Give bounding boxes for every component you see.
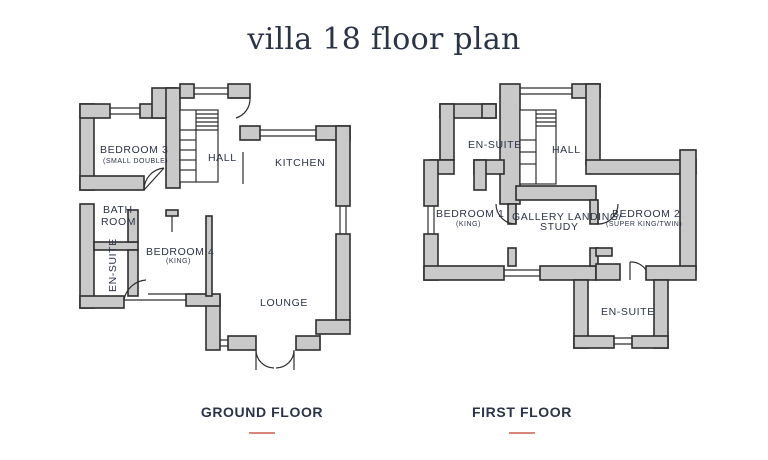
wall	[595, 263, 621, 281]
ground-floor-label: GROUND FLOOR	[200, 404, 324, 420]
wall	[507, 247, 517, 267]
ground-floor-plan	[79, 83, 351, 370]
wall	[179, 83, 195, 99]
wall	[335, 233, 351, 321]
wall	[585, 83, 601, 165]
wall	[93, 241, 139, 251]
wall	[165, 209, 179, 217]
room-label-bedroom1: BEDROOM 1	[436, 208, 504, 220]
room-label-hall-first: HALL	[552, 144, 581, 156]
ground-floor-underline	[249, 432, 275, 434]
room-label-bath-line2: ROOM	[101, 216, 136, 228]
room-sublabel-bedroom3: (SMALL DOUBLE)	[103, 158, 168, 165]
door-swing	[629, 261, 647, 280]
wall	[423, 265, 505, 281]
wall	[79, 175, 145, 191]
room-label-kitchen: KITCHEN	[275, 157, 325, 169]
wall	[165, 87, 181, 189]
room-label-gallery-line2: STUDY	[540, 221, 579, 233]
wall	[239, 125, 261, 141]
room-label-bath-line1: BATH	[103, 204, 133, 216]
page-title: villa 18 floor plan	[247, 22, 521, 57]
wall	[595, 247, 613, 257]
wall	[227, 83, 251, 99]
staircase	[179, 109, 219, 183]
wall	[589, 247, 599, 267]
first-floor-plan	[423, 83, 697, 349]
room-sublabel-bedroom2: (SUPER KING/TWIN)	[606, 221, 682, 228]
room-label-ensuite-first-top: EN-SUITE	[468, 139, 522, 151]
door-swing	[143, 167, 165, 191]
staircase	[519, 109, 557, 185]
wall	[645, 265, 697, 281]
french-doors	[255, 349, 295, 370]
room-label-hall-ground: HALL	[208, 152, 237, 164]
wall	[631, 335, 669, 349]
wall	[573, 335, 615, 349]
room-label-ensuite-first-bottom: EN-SUITE	[601, 306, 655, 318]
door-swing	[230, 97, 251, 119]
wall	[679, 149, 697, 271]
wall	[295, 335, 321, 351]
wall	[481, 103, 497, 119]
wall	[335, 125, 351, 207]
wall	[515, 185, 597, 201]
wall	[205, 215, 213, 297]
wall	[473, 159, 487, 191]
wall	[539, 265, 597, 281]
room-sublabel-bedroom1: (KING)	[456, 221, 481, 228]
door-swing	[123, 279, 148, 301]
room-label-gallery-line1: GALLERY LANDING/	[512, 211, 622, 223]
wall	[79, 295, 125, 309]
room-label-bedroom4: BEDROOM 4	[146, 246, 214, 258]
first-floor-underline	[509, 432, 535, 434]
room-label-bedroom2: BEDROOM 2	[612, 208, 680, 220]
wall	[127, 249, 139, 297]
wall	[315, 319, 351, 335]
door-swing	[597, 203, 619, 225]
door-swing	[495, 203, 517, 225]
wall	[127, 209, 139, 243]
wall	[439, 103, 455, 161]
wall	[185, 293, 221, 307]
first-floor-label: FIRST FLOOR	[472, 404, 572, 420]
wall	[79, 203, 95, 309]
room-label-ensuite-ground: EN-SUITE	[107, 238, 119, 292]
room-sublabel-bedroom4: (KING)	[166, 258, 191, 265]
wall	[79, 103, 111, 119]
wall	[423, 159, 439, 207]
wall	[227, 335, 257, 351]
room-label-lounge: LOUNGE	[260, 297, 308, 309]
room-label-bedroom3: BEDROOM 3	[100, 144, 168, 156]
